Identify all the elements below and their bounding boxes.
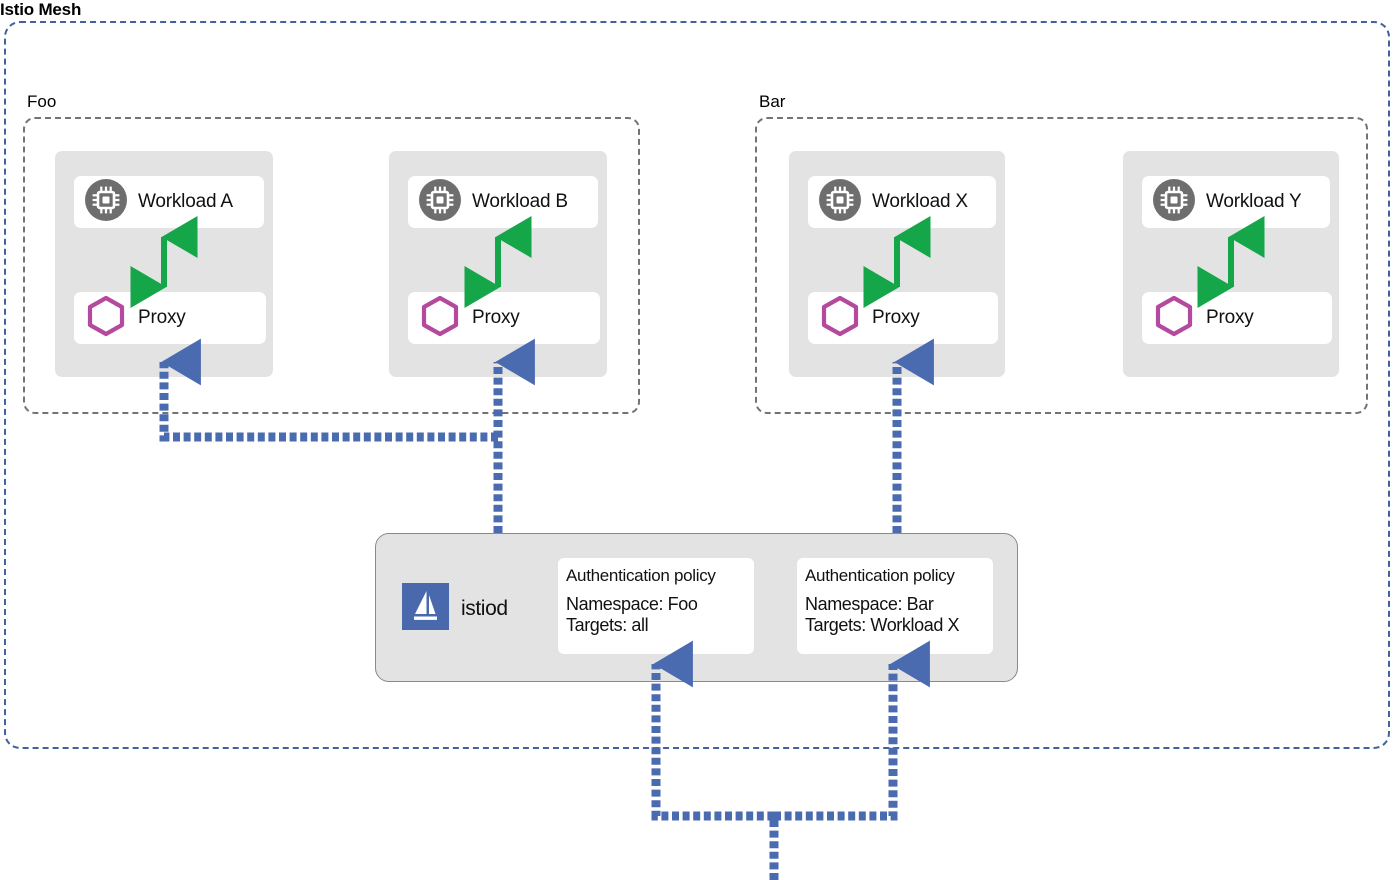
workload-card-y[interactable]: Workload Y bbox=[1142, 176, 1330, 228]
policy-card-bar[interactable]: Authentication policy Namespace: Bar Tar… bbox=[797, 558, 993, 654]
hexagon-icon bbox=[1154, 295, 1194, 342]
istiod-label: istiod bbox=[461, 597, 508, 620]
namespace-boundary-bar bbox=[755, 117, 1368, 414]
istio-sail-logo-icon bbox=[402, 583, 449, 635]
hexagon-icon bbox=[420, 295, 460, 342]
policy-title: Authentication policy bbox=[566, 566, 716, 585]
proxy-label: Proxy bbox=[472, 307, 520, 328]
policy-namespace: Namespace: Foo bbox=[566, 594, 698, 614]
workload-label: Workload Y bbox=[1206, 191, 1302, 212]
proxy-card-b[interactable]: Proxy bbox=[408, 292, 600, 344]
workload-card-x[interactable]: Workload X bbox=[808, 176, 996, 228]
cpu-chip-icon bbox=[84, 178, 128, 227]
policy-targets: Targets: all bbox=[566, 615, 649, 636]
policy-title: Authentication policy bbox=[805, 566, 955, 585]
workload-card-a[interactable]: Workload A bbox=[74, 176, 264, 228]
workload-card-b[interactable]: Workload B bbox=[408, 176, 598, 228]
proxy-label: Proxy bbox=[1206, 307, 1254, 328]
policy-targets: Targets: Workload X bbox=[805, 615, 960, 636]
proxy-label: Proxy bbox=[872, 307, 920, 328]
pod-workload-b: Workload B Proxy bbox=[389, 151, 607, 377]
workload-label: Workload B bbox=[472, 191, 568, 212]
workload-label: Workload A bbox=[138, 191, 233, 212]
cpu-chip-icon bbox=[818, 178, 862, 227]
policy-card-foo[interactable]: Authentication policy Namespace: Foo Tar… bbox=[558, 558, 754, 654]
namespace-label-foo: Foo bbox=[25, 92, 59, 112]
cpu-chip-icon bbox=[1152, 178, 1196, 227]
hexagon-icon bbox=[86, 295, 126, 342]
proxy-card-a[interactable]: Proxy bbox=[74, 292, 266, 344]
pod-workload-a: Workload A Proxy bbox=[55, 151, 273, 377]
proxy-card-x[interactable]: Proxy bbox=[808, 292, 998, 344]
policy-namespace: Namespace: Bar bbox=[805, 594, 934, 614]
pod-workload-y: Workload Y Proxy bbox=[1123, 151, 1339, 377]
pod-workload-x: Workload X Proxy bbox=[789, 151, 1005, 377]
istiod-identity[interactable]: istiod bbox=[402, 583, 508, 635]
hexagon-icon bbox=[820, 295, 860, 342]
proxy-label: Proxy bbox=[138, 307, 186, 328]
mesh-title: Istio Mesh bbox=[0, 0, 82, 19]
proxy-card-y[interactable]: Proxy bbox=[1142, 292, 1332, 344]
workload-label: Workload X bbox=[872, 191, 968, 212]
namespace-label-bar: Bar bbox=[757, 92, 788, 112]
cpu-chip-icon bbox=[418, 178, 462, 227]
